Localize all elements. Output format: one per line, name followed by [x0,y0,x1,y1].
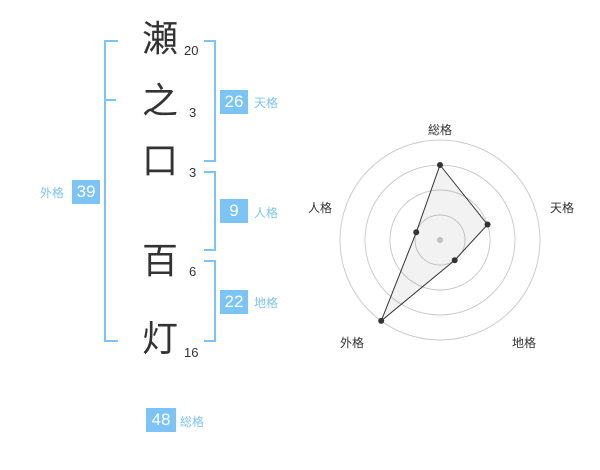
gaikaku-label: 外格 [40,186,65,200]
stroke-count-2: 3 [189,105,197,120]
stroke-count-1: 20 [184,43,199,58]
radar-grid-ring [389,189,491,291]
radar-label-soukaku: 総格 [428,123,453,137]
name-char-1: 瀬 [141,19,178,60]
radar-label-gaikaku: 外格 [340,336,365,350]
gaikaku-bracket-mid-tick [104,99,116,101]
name-char-3: 口 [141,141,178,182]
name-char-4: 百 [141,241,178,282]
stroke-count-5: 16 [184,345,199,360]
radar-label-tenkaku: 天格 [550,201,575,215]
chikaku-label: 地格 [254,296,279,310]
radar-grid [339,139,541,341]
soukaku-label: 総格 [180,415,205,429]
tenkaku-label: 天格 [254,96,279,110]
radar-chart [339,139,541,341]
radar-point-1 [437,162,443,168]
stroke-count-4: 6 [189,264,197,279]
tenkaku-value-badge: 26 [220,90,248,114]
gaikaku-bracket [104,40,118,342]
name-char-2: 之 [141,81,178,122]
jinkaku-bracket [204,171,216,251]
radar-point-4 [378,317,385,324]
tenkaku-bracket [204,40,216,162]
stroke-count-3: 3 [189,165,197,180]
radar-label-jinkaku: 人格 [308,201,333,215]
jinkaku-value-badge: 9 [220,199,248,223]
jinkaku-label: 人格 [254,206,279,220]
soukaku-value-badge: 48 [146,408,176,432]
radar-center-dot [437,237,443,243]
radar-point-3 [451,257,458,264]
radar-label-chikaku: 地格 [512,336,537,350]
radar-point-5 [413,229,420,236]
chikaku-value-badge: 22 [220,290,248,314]
name-char-5: 灯 [141,319,178,360]
radar-grid-ring [414,214,466,266]
radar-grid-ring [339,139,541,341]
gaikaku-value-badge: 39 [72,180,100,204]
chikaku-bracket [204,260,216,342]
radar-points [378,162,491,324]
radar-polygon [380,163,489,322]
radar-point-2 [484,221,491,228]
